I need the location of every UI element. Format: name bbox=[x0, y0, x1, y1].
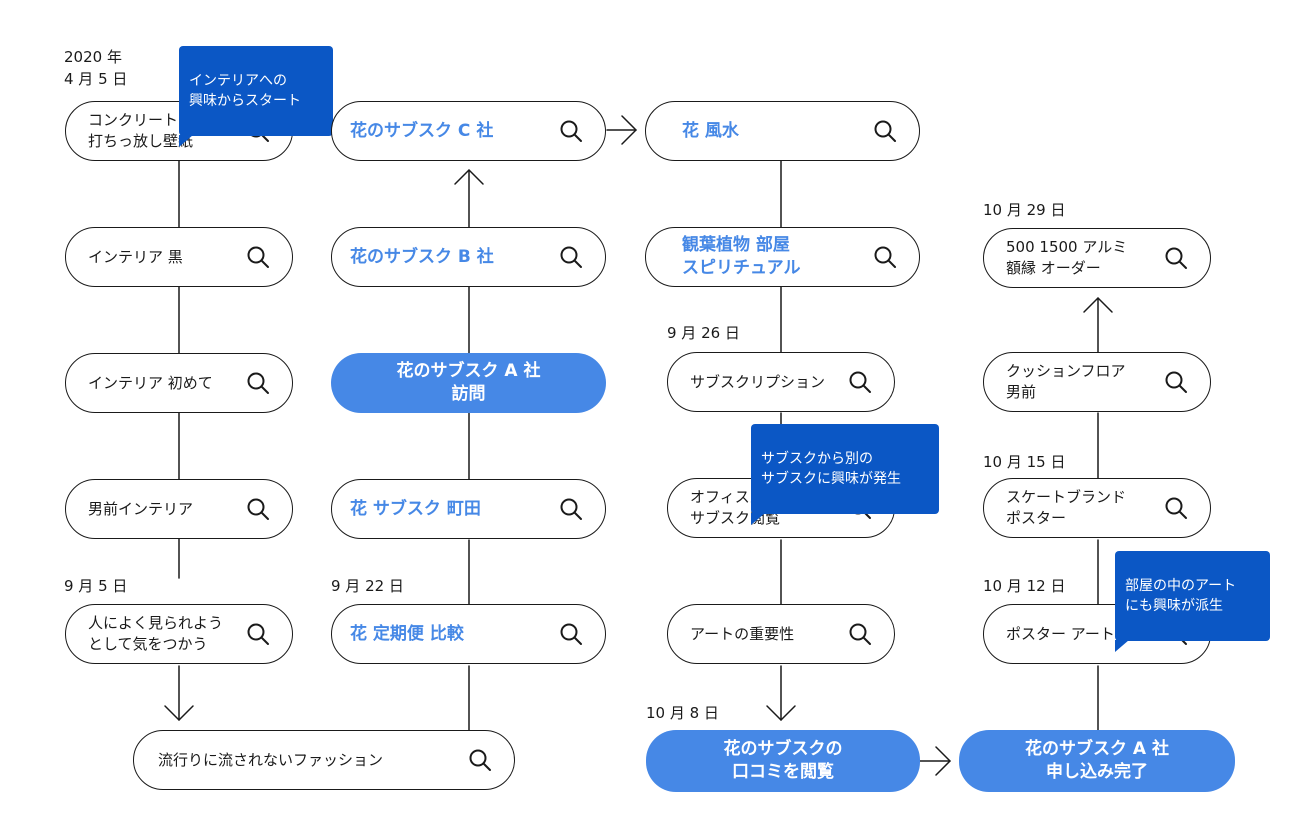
search-icon bbox=[560, 120, 582, 142]
search-icon bbox=[247, 246, 269, 268]
query-text: コンクリート 打ちっ放し壁紙 bbox=[88, 111, 194, 150]
search-query-fashion[interactable]: 流行りに流されないファッション bbox=[133, 730, 515, 790]
search-icon bbox=[247, 498, 269, 520]
query-text: 人によく見られよう として気をつかう bbox=[88, 614, 224, 653]
query-text: サブスクリプション bbox=[690, 372, 826, 391]
query-text: 観葉植物 部屋 スピリチュアル bbox=[682, 235, 801, 278]
callout-text: 部屋の中のアート にも興味が派生 bbox=[1125, 578, 1237, 614]
query-text: インテリア 黒 bbox=[88, 247, 183, 266]
callout-tail bbox=[751, 513, 765, 525]
query-text: 500 1500 アルミ 額縁 オーダー bbox=[1006, 238, 1128, 277]
search-icon bbox=[874, 246, 896, 268]
search-icon bbox=[874, 120, 896, 142]
query-text: スケートブランド ポスター bbox=[1006, 488, 1127, 527]
date-09-26: 9 月 26 日 bbox=[667, 324, 740, 342]
search-query-flower-b[interactable]: 花のサブスク B 社 bbox=[331, 227, 606, 287]
query-text: ポスター アート bbox=[1006, 624, 1115, 643]
callout-tail bbox=[179, 135, 193, 147]
query-text: 花のサブスク C 社 bbox=[350, 120, 494, 141]
callout-text: インテリアへの 興味からスタート bbox=[189, 73, 301, 109]
callout-art-interest: 部屋の中のアート にも興味が派生 bbox=[1115, 551, 1270, 652]
search-query-be-seen[interactable]: 人によく見られよう として気をつかう bbox=[65, 604, 293, 664]
callout-text: サブスクから別の サブスクに興味が発生 bbox=[761, 451, 901, 487]
search-query-manly-interior[interactable]: 男前インテリア bbox=[65, 479, 293, 539]
event-flower-reviews: 花のサブスクの 口コミを閲覧 bbox=[646, 730, 920, 792]
date-09-22: 9 月 22 日 bbox=[331, 577, 404, 595]
date-10-08: 10 月 8 日 bbox=[646, 704, 719, 722]
search-icon bbox=[560, 246, 582, 268]
search-query-flower-c[interactable]: 花のサブスク C 社 bbox=[331, 101, 606, 161]
search-query-plants-spiritual[interactable]: 観葉植物 部屋 スピリチュアル bbox=[645, 227, 920, 287]
event-flower-a-signup: 花のサブスク A 社 申し込み完了 bbox=[959, 730, 1235, 792]
query-text: 花のサブスク B 社 bbox=[350, 246, 494, 267]
query-text: アートの重要性 bbox=[690, 624, 795, 643]
date-10-15: 10 月 15 日 bbox=[983, 453, 1066, 471]
event-flower-a-visit: 花のサブスク A 社 訪問 bbox=[331, 353, 606, 413]
date-10-12: 10 月 12 日 bbox=[983, 577, 1066, 595]
search-query-interior-black[interactable]: インテリア 黒 bbox=[65, 227, 293, 287]
date-2020-04-05: 2020 年 4 月 5 日 bbox=[64, 48, 128, 88]
search-query-flower-machida[interactable]: 花 サブスク 町田 bbox=[331, 479, 606, 539]
callout-sub-to-sub: サブスクから別の サブスクに興味が発生 bbox=[751, 424, 939, 525]
search-icon bbox=[560, 498, 582, 520]
query-text: クッションフロア 男前 bbox=[1006, 362, 1126, 401]
search-icon bbox=[1165, 497, 1187, 519]
search-query-flower-regular[interactable]: 花 定期便 比較 bbox=[331, 604, 606, 664]
search-icon bbox=[1165, 247, 1187, 269]
date-09-05: 9 月 5 日 bbox=[64, 577, 128, 595]
search-query-interior-first[interactable]: インテリア 初めて bbox=[65, 353, 293, 413]
search-icon bbox=[469, 749, 491, 771]
query-text: 男前インテリア bbox=[88, 499, 194, 518]
search-icon bbox=[849, 371, 871, 393]
query-text: 花 サブスク 町田 bbox=[350, 498, 481, 519]
callout-interior-start: インテリアへの 興味からスタート bbox=[179, 46, 333, 147]
search-query-flower-fengshui[interactable]: 花 風水 bbox=[645, 101, 920, 161]
search-query-frame-order[interactable]: 500 1500 アルミ 額縁 オーダー bbox=[983, 228, 1211, 288]
query-text: 花 定期便 比較 bbox=[350, 623, 464, 644]
search-query-subscription[interactable]: サブスクリプション bbox=[667, 352, 895, 412]
callout-tail bbox=[1115, 640, 1129, 652]
query-text: 花 風水 bbox=[682, 120, 739, 141]
query-text: インテリア 初めて bbox=[88, 373, 213, 392]
search-icon bbox=[849, 623, 871, 645]
date-10-29: 10 月 29 日 bbox=[983, 201, 1066, 219]
search-query-cushion-floor[interactable]: クッションフロア 男前 bbox=[983, 352, 1211, 412]
query-text: 流行りに流されないファッション bbox=[158, 750, 384, 769]
search-icon bbox=[247, 372, 269, 394]
search-icon bbox=[247, 623, 269, 645]
search-icon bbox=[560, 623, 582, 645]
search-query-skate-poster[interactable]: スケートブランド ポスター bbox=[983, 478, 1211, 538]
search-query-art-importance[interactable]: アートの重要性 bbox=[667, 604, 895, 664]
search-icon bbox=[1165, 371, 1187, 393]
